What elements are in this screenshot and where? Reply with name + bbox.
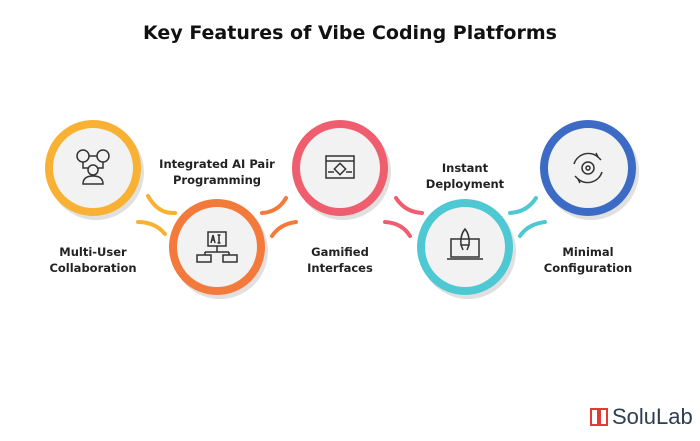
label-line: Configuration [543, 261, 633, 275]
gear-cycle-icon [573, 152, 603, 184]
label-line: Gamified [311, 245, 369, 259]
game-window-icon [325, 155, 355, 179]
solulab-logo: SoluLab [590, 404, 693, 430]
label-line: Deployment [425, 177, 505, 191]
connector [508, 196, 538, 215]
label-line: Minimal [562, 245, 614, 259]
feature-circle [540, 120, 636, 216]
connector [136, 220, 167, 236]
connector [518, 220, 547, 238]
connector [260, 196, 288, 215]
connector [146, 194, 177, 216]
connector [270, 220, 298, 238]
label-line: Collaboration [49, 261, 137, 275]
logo-text: SoluLab [612, 404, 693, 429]
feature-circle [45, 120, 141, 216]
label-line: Interfaces [307, 261, 373, 275]
logo-mark-icon [590, 408, 608, 426]
label-line: Multi-User [59, 245, 127, 259]
label-line: Integrated AI Pair [159, 157, 275, 171]
label-line: Instant [441, 161, 489, 175]
label-line: Programming [173, 173, 261, 187]
users-collaboration-icon [76, 149, 110, 185]
rocket-laptop-icon [447, 227, 483, 260]
feature-circle [417, 199, 513, 295]
feature-circle [292, 120, 388, 216]
connector [394, 196, 424, 215]
page-title: Key Features of Vibe Coding Platforms [143, 22, 557, 44]
connector [383, 220, 412, 238]
ai-chip-icon [196, 231, 238, 263]
